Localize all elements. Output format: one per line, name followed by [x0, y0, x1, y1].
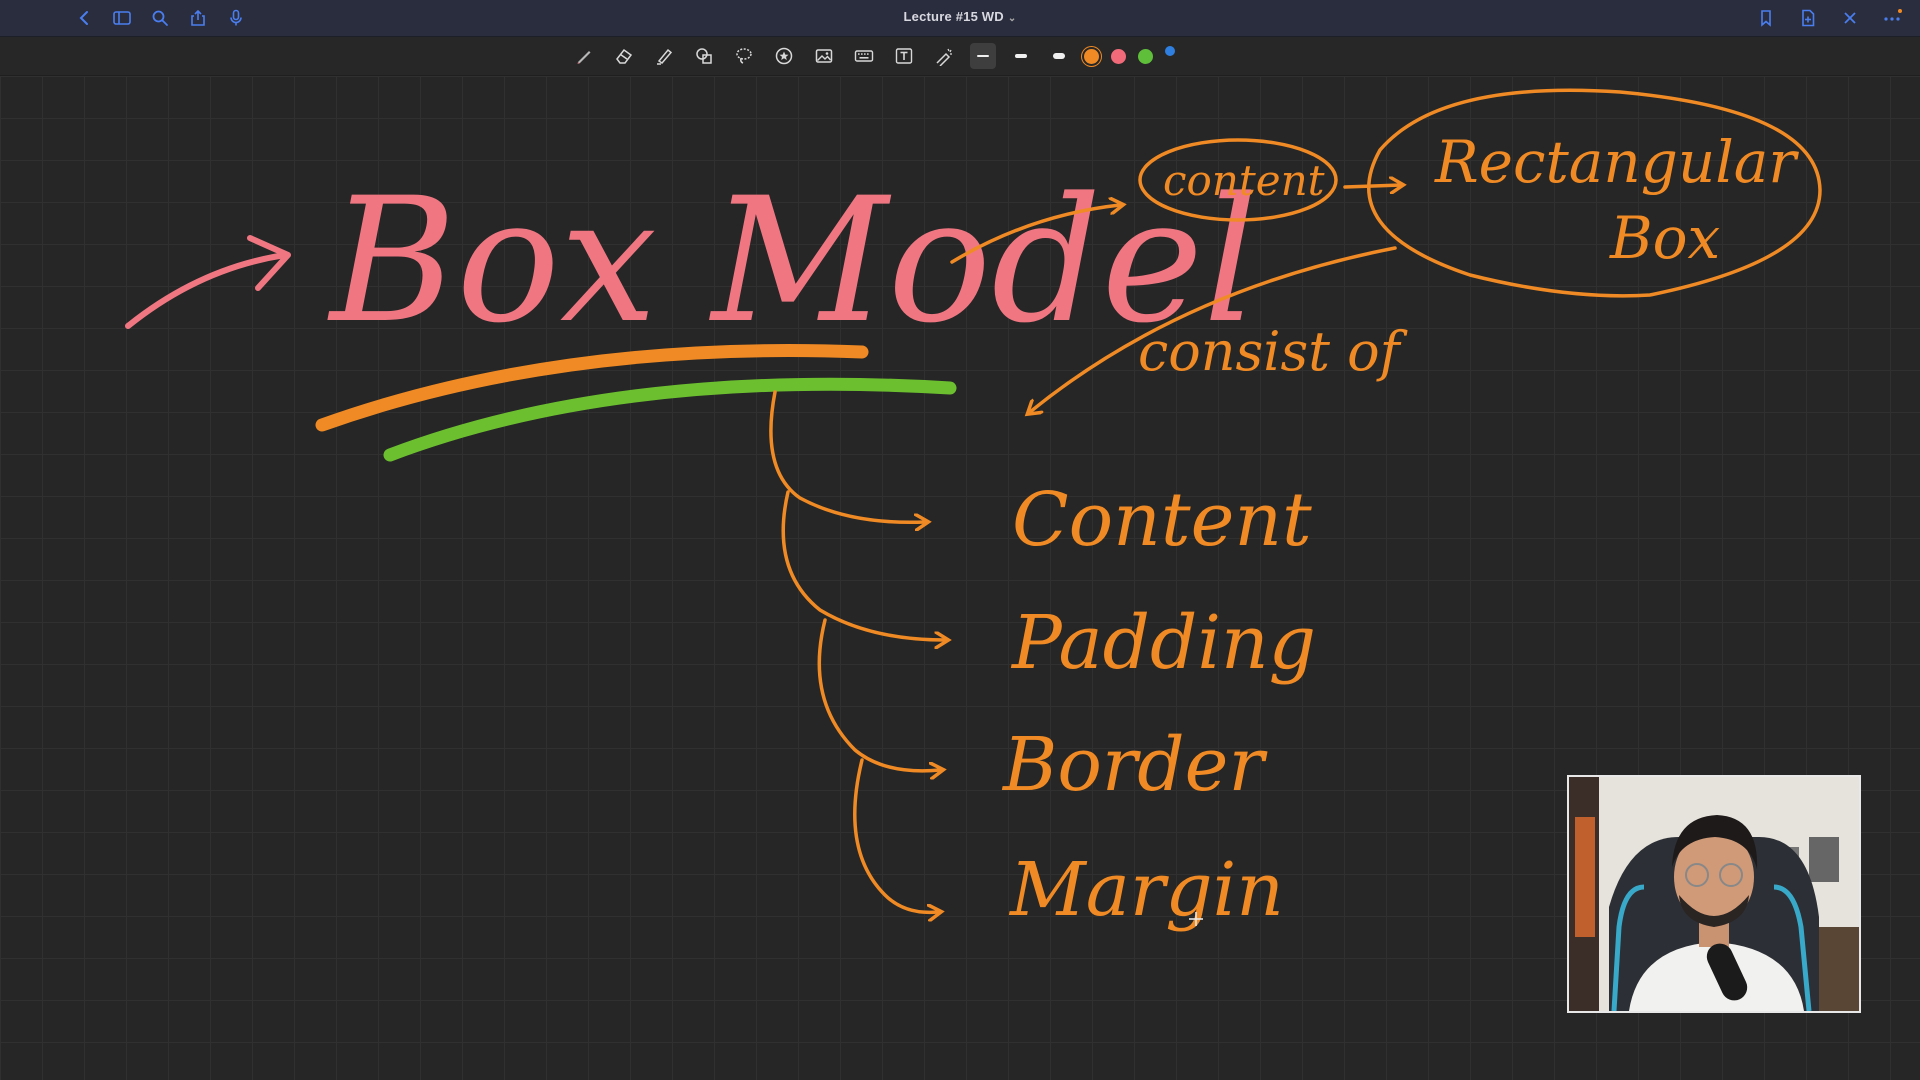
title-chevron-down-icon[interactable]: ⌄	[1007, 13, 1017, 24]
share-icon[interactable]	[186, 6, 210, 30]
color-swatch-green[interactable]	[1138, 48, 1153, 64]
laser-pointer-icon[interactable]	[930, 43, 958, 69]
eraser-icon[interactable]	[610, 43, 638, 69]
stroke-thick-button[interactable]	[1046, 43, 1072, 69]
presenter-webcam	[1567, 775, 1861, 1013]
microphone-icon[interactable]	[224, 6, 248, 30]
stroke-medium-button[interactable]	[1008, 43, 1034, 69]
tool-group	[570, 43, 1175, 69]
titlebar-right-controls	[1754, 6, 1904, 30]
document-title[interactable]: Lecture #15 WD⌄	[0, 9, 1920, 24]
color-swatch-blue[interactable]	[1165, 46, 1175, 56]
text-icon[interactable]	[890, 43, 918, 69]
document-title-text[interactable]: Lecture #15 WD	[903, 9, 1004, 24]
search-icon[interactable]	[148, 6, 172, 30]
keyboard-icon[interactable]	[850, 43, 878, 69]
sidebar-icon[interactable]	[110, 6, 134, 30]
image-icon[interactable]	[810, 43, 838, 69]
close-icon[interactable]	[1838, 6, 1862, 30]
title-bar: Lecture #15 WD⌄	[0, 0, 1920, 37]
highlighter-icon[interactable]	[650, 43, 678, 69]
pen-icon[interactable]	[570, 43, 598, 69]
shapes-icon[interactable]	[690, 43, 718, 69]
drawing-toolbar	[0, 37, 1920, 76]
color-swatch-orange[interactable]	[1084, 48, 1099, 64]
add-page-icon[interactable]	[1796, 6, 1820, 30]
back-chevron-icon[interactable]	[72, 6, 96, 30]
titlebar-left-controls	[72, 6, 248, 30]
sticker-icon[interactable]	[770, 43, 798, 69]
color-swatch-pink[interactable]	[1111, 48, 1126, 64]
presenter-image	[1569, 777, 1859, 1011]
lasso-icon[interactable]	[730, 43, 758, 69]
bookmark-icon[interactable]	[1754, 6, 1778, 30]
stroke-thin-button[interactable]	[970, 43, 996, 69]
more-icon[interactable]	[1880, 6, 1904, 30]
